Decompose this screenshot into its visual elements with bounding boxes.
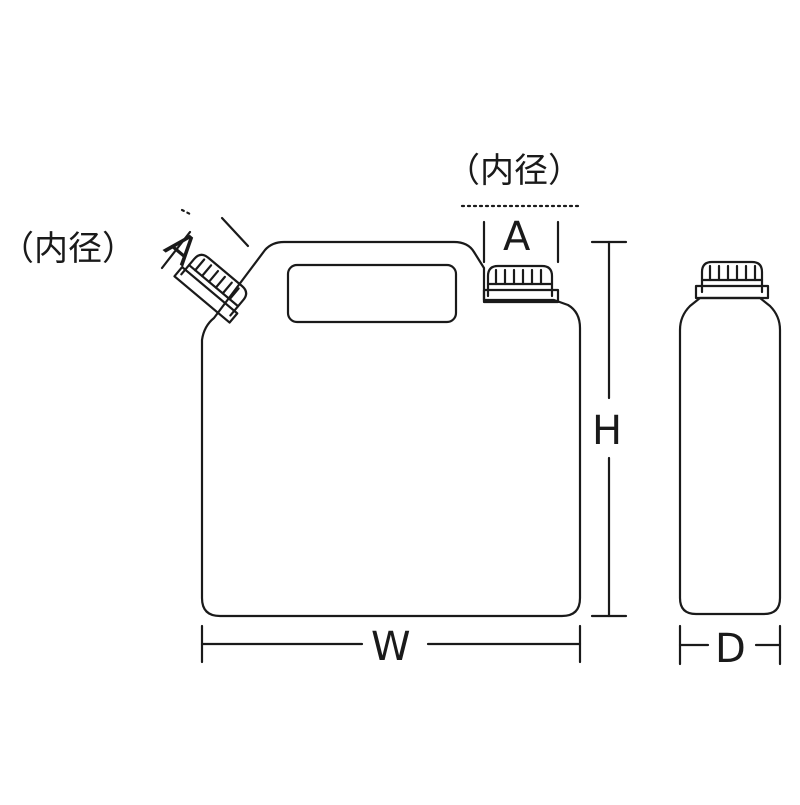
inner-diameter-label-top: （内径） xyxy=(446,151,582,191)
inner-diameter-label-side: （内径） xyxy=(0,229,136,269)
dim-a-top-lines xyxy=(460,204,582,264)
dim-w-label: W xyxy=(371,624,411,670)
dim-a-top-label: A xyxy=(503,214,531,260)
dim-a-side-lines xyxy=(160,208,250,270)
handle-slot xyxy=(286,263,458,324)
dim-h-label: H xyxy=(592,408,622,454)
container-body-outline xyxy=(200,240,582,618)
side-view-body-outline xyxy=(678,296,782,616)
dim-w-lines xyxy=(200,624,582,664)
dim-h-lines xyxy=(590,240,628,618)
top-cap xyxy=(482,264,560,304)
dim-d-label: D xyxy=(715,626,746,672)
dim-d-lines xyxy=(678,624,782,666)
side-view-cap xyxy=(694,260,770,300)
side-spout-cap xyxy=(173,253,248,324)
